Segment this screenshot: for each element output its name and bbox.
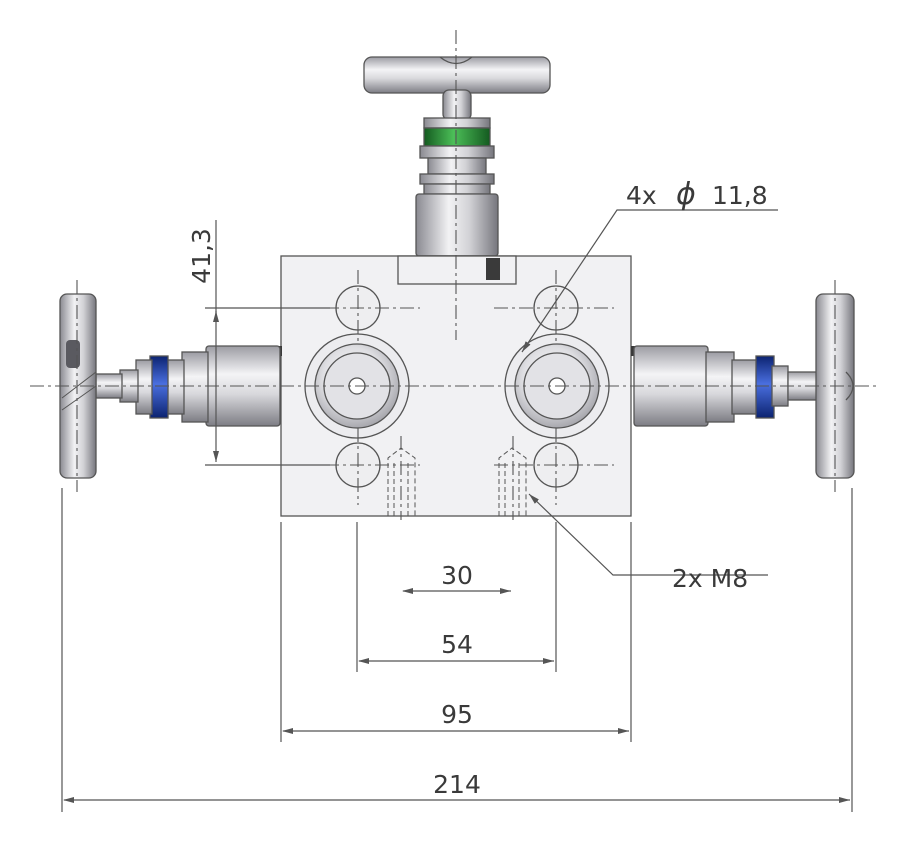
dimension-label-30: 30 bbox=[441, 561, 473, 590]
top-stem bbox=[442, 89, 472, 121]
dimension-label-95: 95 bbox=[441, 700, 473, 729]
extension-lines bbox=[61, 488, 853, 812]
center-lines bbox=[30, 30, 878, 520]
dimension-95: 95 bbox=[282, 700, 629, 734]
dimension-214: 214 bbox=[63, 770, 850, 803]
top-handle-bar bbox=[363, 56, 551, 94]
dimension-label-41-3: 41,3 bbox=[187, 228, 216, 284]
thread-callout: 2x M8 bbox=[528, 493, 768, 593]
hole-diameter-symbol: ϕ bbox=[676, 177, 696, 212]
hole-diameter-value: 11,8 bbox=[712, 181, 768, 210]
top-body-hex bbox=[415, 193, 499, 257]
dimension-label-54: 54 bbox=[441, 630, 473, 659]
right-valve bbox=[631, 293, 855, 479]
hole-callout: 4x ϕ 11,8 bbox=[521, 177, 778, 353]
top-green-seal bbox=[423, 127, 491, 147]
dimension-54: 54 bbox=[358, 630, 554, 664]
dimension-41-3: 41,3 bbox=[187, 220, 330, 466]
dimension-label-214: 214 bbox=[433, 770, 481, 799]
top-bonnet-nut bbox=[423, 117, 491, 129]
top-valve bbox=[363, 56, 551, 273]
right-blue-seal bbox=[755, 355, 775, 419]
hole-callout-count: 4x bbox=[626, 181, 657, 210]
dimension-30: 30 bbox=[402, 561, 511, 594]
left-blue-seal bbox=[149, 355, 169, 419]
thread-callout-label: 2x M8 bbox=[672, 564, 748, 593]
